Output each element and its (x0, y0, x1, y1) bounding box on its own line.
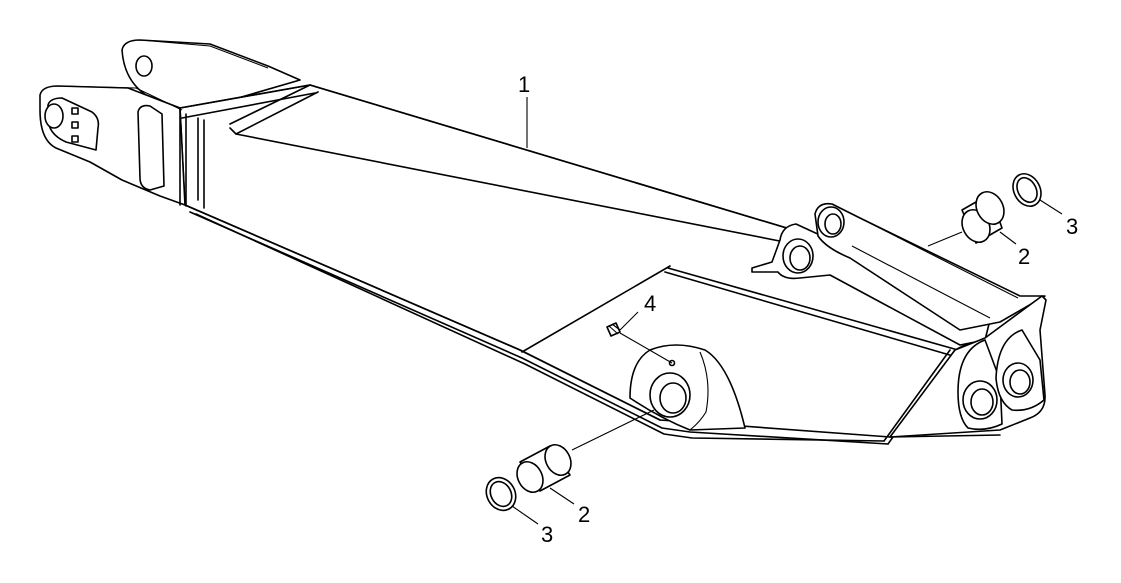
boom-head-left (39, 85, 205, 209)
seal-ring-left (485, 476, 517, 512)
boom-body (179, 84, 1001, 445)
grease-fitting-callout: 4 (644, 291, 656, 316)
bushing-left-callout: 2 (578, 502, 590, 527)
seal-ring-right-callout: 3 (1066, 214, 1078, 239)
top-lug-ear (121, 39, 301, 113)
bushing-left (516, 443, 572, 494)
seal-ring-left-callout: 3 (541, 522, 553, 547)
center-pin-boss (629, 344, 746, 431)
bushing-right (961, 190, 1005, 244)
grease-fitting (606, 322, 621, 337)
boom-end-right (889, 295, 1047, 438)
boom-callout: 1 (518, 72, 530, 97)
seal-ring-right (1012, 172, 1042, 208)
bushing-right-callout: 2 (1018, 244, 1030, 269)
leader-lines (511, 97, 1063, 525)
cylinder-bracket-right (751, 202, 1046, 346)
